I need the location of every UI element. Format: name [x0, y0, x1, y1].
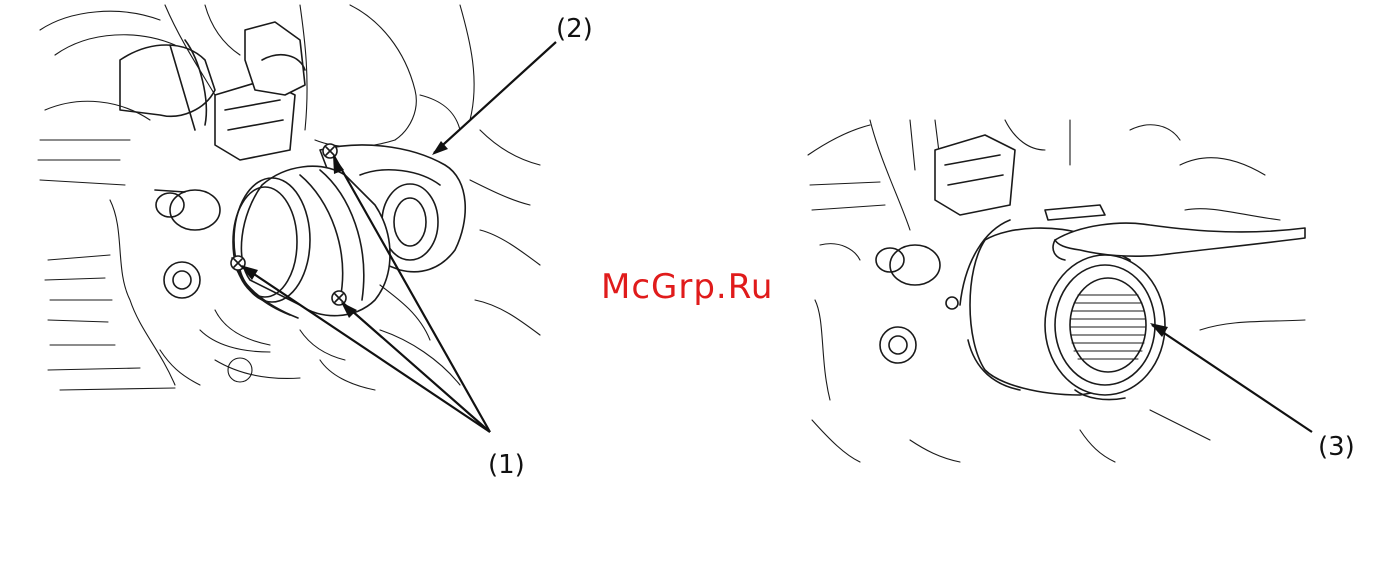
watermark-text: McGrp.Ru [601, 270, 773, 304]
left-figure-engine [38, 5, 540, 390]
callout-label-bolts: (1) [488, 452, 525, 478]
right-leader [1150, 323, 1312, 432]
callout-label-cover: (2) [556, 16, 593, 42]
callout-label-filter: (3) [1318, 434, 1355, 460]
right-figure-filter [808, 120, 1305, 462]
